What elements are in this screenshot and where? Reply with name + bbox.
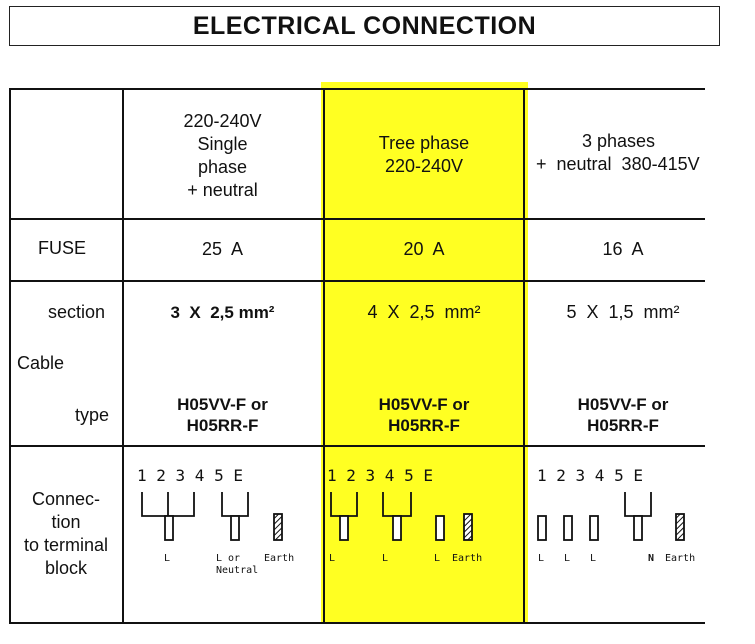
section-value-single: 3 X 2,5 mm² [170,302,275,322]
terminal-block-label: Connec- tion to terminal block [23,489,109,578]
row-divider [9,280,705,282]
terminal-label-l: L [382,553,389,564]
fuse-value-three: 20 A [403,238,445,259]
type-value-three-neutral: H05VV-F or H05RR-F [577,395,669,435]
type-value-single: H05VV-F or H05RR-F [177,395,268,435]
cable-section-label: section [48,302,106,322]
row-divider [9,218,705,220]
terminal-label-neutral: Neutral [216,565,259,576]
terminal-label-l: L [564,553,571,564]
three-phase-neutral-wiring [537,492,685,541]
highlight-column [321,82,528,624]
page-title: ELECTRICAL CONNECTION [9,6,720,46]
row-divider [9,445,705,447]
terminal-label-l-or: L or [216,553,241,564]
section-value-three-neutral: 5 X 1,5 mm² [566,301,680,322]
header-three-phases-neutral: 3 phases + neutral 380-415V [536,131,700,174]
header-three-phase: Tree phase 220-240V [378,133,470,176]
fuse-value-three-neutral: 16 A [602,238,644,259]
terminal-numbers: 1 2 3 4 5 E [137,466,243,485]
terminal-label-earth: Earth [452,553,483,564]
terminal-label-l: L [590,553,597,564]
column-divider [122,88,124,624]
terminal-label-l: L [434,553,441,564]
section-value-three: 4 X 2,5 mm² [367,301,481,322]
single-phase-wiring [141,492,283,541]
terminal-label-earth: Earth [264,553,295,564]
cable-label: Cable [17,353,65,373]
fuse-value-single: 25 A [201,238,244,259]
terminal-label-l: L [164,553,171,564]
terminal-label-n: N [648,553,655,564]
cable-type-label: type [75,405,110,425]
table-left-border [9,88,11,624]
terminal-numbers: 1 2 3 4 5 E [537,466,643,485]
table-bottom-border [9,622,705,624]
terminal-label-l: L [538,553,545,564]
terminal-label-l: L [329,553,336,564]
type-value-three: H05VV-F or H05RR-F [378,395,470,435]
header-single-phase: 220-240V Single phase + neutral [183,111,262,200]
table-top-border [9,88,705,90]
terminal-numbers: 1 2 3 4 5 E [327,466,433,485]
three-phase-wiring [330,492,473,541]
fuse-label: FUSE [38,238,87,258]
terminal-label-earth: Earth [665,553,696,564]
highlight-column-border [323,88,525,622]
